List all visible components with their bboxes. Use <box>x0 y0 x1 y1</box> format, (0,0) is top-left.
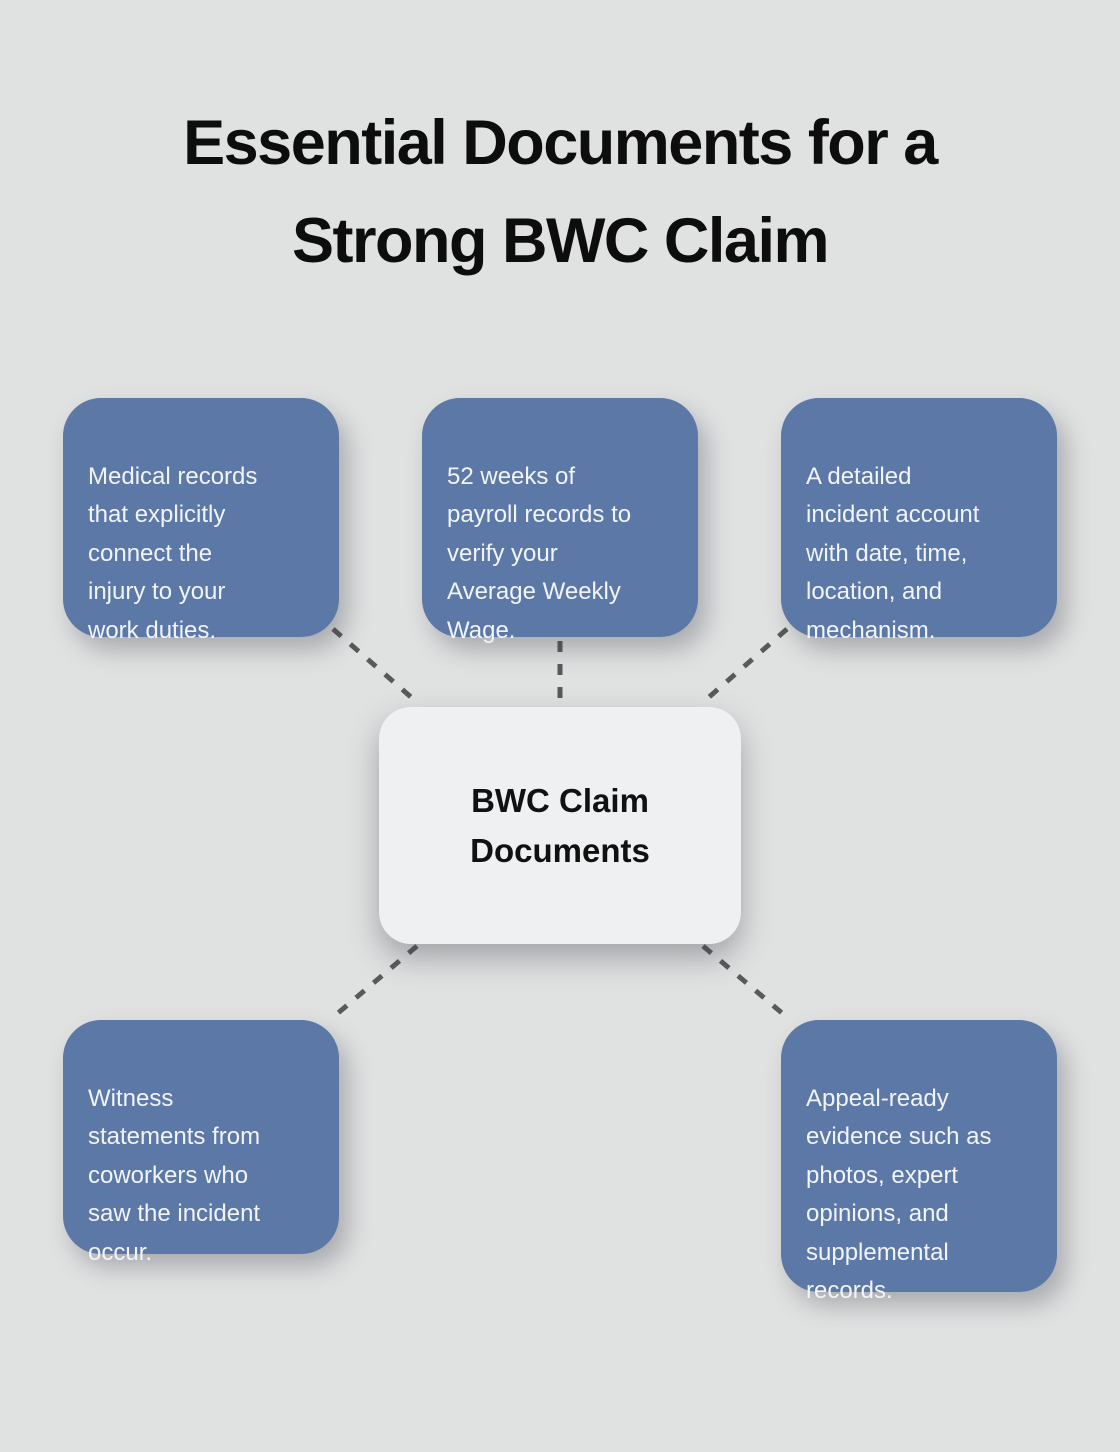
node-payroll-records: 52 weeks of payroll records to verify yo… <box>422 398 698 644</box>
node-medical-records: Medical records that explicitly connect … <box>63 398 339 644</box>
node-witness-statements: Witness statements from coworkers who sa… <box>63 1020 339 1266</box>
center-node-bwc-claim-documents: BWC Claim Documents <box>379 707 741 944</box>
node-appeal-evidence-text: Appeal-ready evidence such as photos, ex… <box>806 1084 992 1305</box>
connector-center-to-appeal <box>701 944 791 1021</box>
page-title: Essential Documents for a Strong BWC Cla… <box>183 108 938 276</box>
node-witness-statements-text: Witness statements from coworkers who sa… <box>88 1084 261 1266</box>
node-incident-account-text: A detailed incident account with date, t… <box>806 462 980 644</box>
node-payroll-records-text: 52 weeks of payroll records to verify yo… <box>447 462 632 644</box>
connector-medical-to-center <box>331 627 421 706</box>
node-medical-records-text: Medical records that explicitly connect … <box>88 462 258 644</box>
connector-center-to-witness <box>329 944 419 1021</box>
connector-incident-to-center <box>699 627 789 706</box>
center-node-label: BWC Claim Documents <box>470 781 650 869</box>
node-appeal-evidence: Appeal-ready evidence such as photos, ex… <box>781 1020 1057 1304</box>
node-incident-account: A detailed incident account with date, t… <box>781 398 1057 644</box>
